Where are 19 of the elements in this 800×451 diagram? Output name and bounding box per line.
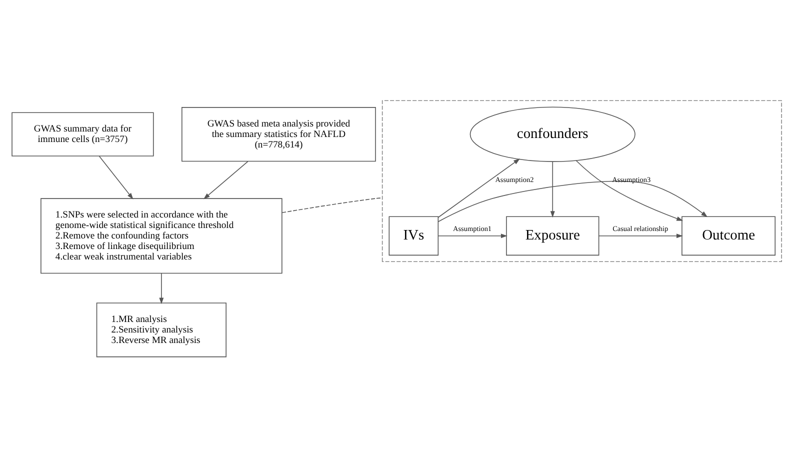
arrow [576, 160, 684, 221]
arrow [159, 273, 164, 304]
node-box: GWAS based meta analysis provided the summary statistics for NAFLD (n=778,614) [182, 107, 376, 162]
arrow [438, 158, 520, 218]
node-box: IVs [388, 216, 439, 256]
arrow [98, 156, 134, 200]
node-box: 1.MR analysis 2.Sensitivity analysis 3.Reverse MR analysis [96, 302, 226, 358]
node-box: Exposure [506, 216, 600, 256]
node-box: 1.SNPs were selected in accordance with the genome-wide statistical significance threshold 2.Remove the confounding factors 3.Remove of linkage disequilibrium 4.clear weak instrumental variables [40, 198, 282, 274]
arrow [438, 180, 708, 222]
arrow [438, 234, 508, 238]
arrow [203, 160, 248, 200]
arrow [550, 161, 555, 218]
node-ellipse: confounders [470, 106, 636, 162]
node-box: Outcome [682, 216, 776, 256]
cluster [382, 100, 782, 262]
connector [282, 198, 383, 214]
arrow [598, 234, 683, 238]
node-box: GWAS summary data for immune cells (n=3757) [12, 112, 154, 156]
